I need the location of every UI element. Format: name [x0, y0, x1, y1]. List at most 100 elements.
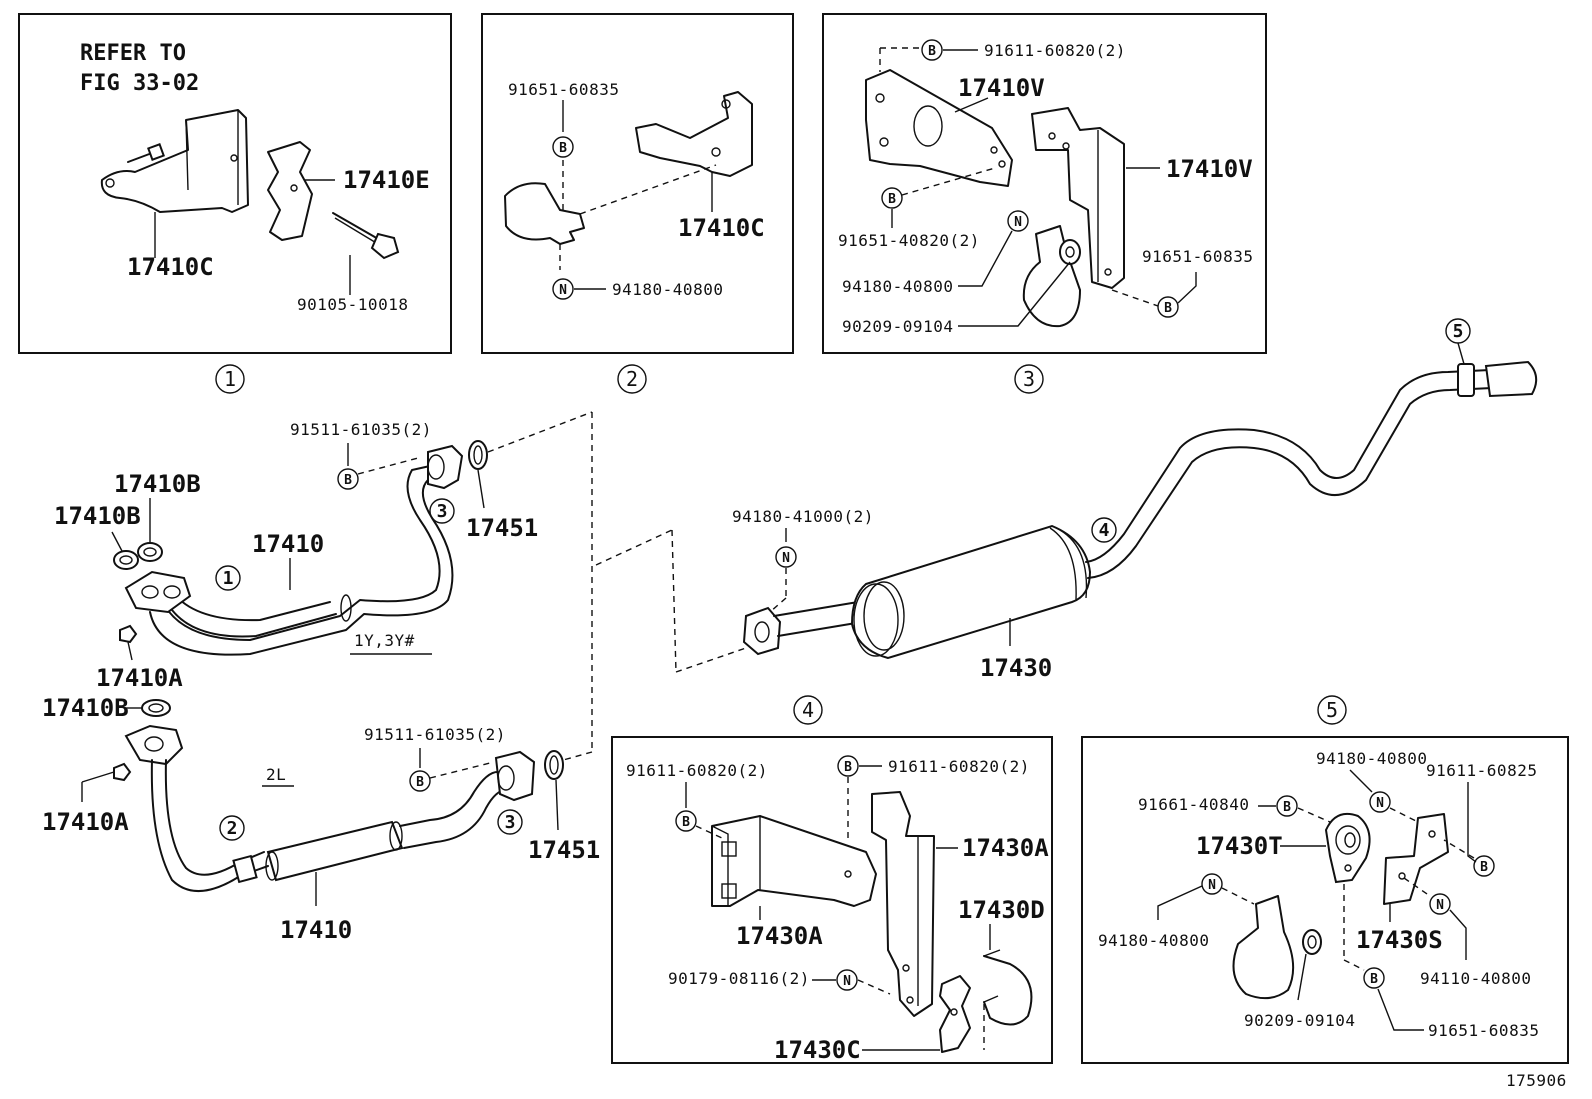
label-17430a-right: 17430A — [962, 834, 1049, 862]
label-17410b-b: 17410B — [42, 694, 129, 722]
front-pipe-assembly-a: 91511-61035(2) B 17451 3 — [54, 411, 593, 692]
insulator-17430t-drawing — [1324, 812, 1371, 884]
bracket-17410v-left-drawing — [865, 69, 1013, 187]
svg-text:N: N — [782, 551, 790, 566]
outlet-flange-b-drawing — [494, 750, 536, 802]
label-17410b-a2: 17410B — [54, 502, 141, 530]
svg-text:B: B — [1370, 972, 1378, 987]
bracket-17410v-right-drawing — [1031, 107, 1125, 289]
callout-3-number: 3 — [1023, 367, 1035, 391]
svg-text:B: B — [1480, 860, 1488, 875]
detail-panel-4: 91611-60820(2) B B 91611-60820(2) 17430A… — [611, 736, 1053, 1064]
bracket-17430a-left-drawing — [711, 815, 877, 907]
label-91511-61035-b: 91511-61035(2) — [364, 725, 506, 744]
callout-3-a: 3 — [429, 498, 455, 524]
refer-note-line-2: FIG 33-02 — [80, 71, 199, 96]
callout-1-number: 1 — [224, 367, 236, 391]
label-17410v-right: 17410V — [1166, 155, 1253, 183]
svg-text:3: 3 — [437, 501, 448, 522]
label-91511-61035-a: 91511-61035(2) — [290, 420, 432, 439]
svg-text:B: B — [416, 775, 424, 790]
label-17430t: 17430T — [1196, 832, 1283, 860]
label-94180-41000: 94180-41000(2) — [732, 507, 874, 526]
inlet-flange-b-drawing — [124, 724, 184, 766]
nut-symbol: N — [1201, 873, 1223, 895]
callout-2-number: 2 — [626, 367, 638, 391]
detail-panel-5: 94180-40800 N 91611-60825 B 91661-40840 … — [1081, 736, 1569, 1064]
label-94180-40800-panel3: 94180-40800 — [842, 277, 953, 296]
bolt-90105-icon — [332, 212, 400, 260]
svg-text:B: B — [928, 44, 936, 59]
label-17451-b: 17451 — [528, 836, 600, 864]
label-17410v-top: 17410V — [958, 74, 1045, 102]
strap-clamp-drawing — [504, 182, 585, 245]
hanger-17430a-right-drawing — [871, 791, 935, 1017]
bolt-symbol: B — [1363, 967, 1385, 989]
label-91651-60835-panel3: 91651-60835 — [1142, 247, 1253, 266]
engine-label-1y3y: 1Y,3Y# — [354, 631, 415, 650]
label-90105-10018: 90105-10018 — [297, 295, 408, 314]
label-94180-40800-panel5-top: 94180-40800 — [1316, 749, 1427, 768]
bolt-symbol: B — [1276, 795, 1298, 817]
svg-text:N: N — [1208, 878, 1216, 893]
front-pipe-assembly-b: 17410B 17410A 2L 2 17410 — [42, 694, 600, 944]
outlet-flange-a-drawing — [427, 444, 464, 490]
label-91651-40820: 91651-40820(2) — [838, 231, 980, 250]
label-94180-40800-panel2: 94180-40800 — [612, 280, 723, 299]
svg-text:B: B — [1164, 301, 1172, 316]
label-17410-a: 17410 — [252, 530, 324, 558]
label-17410c-panel1: 17410C — [127, 253, 214, 281]
callout-2-b: 2 — [219, 815, 245, 841]
label-17410a-a: 17410A — [96, 664, 183, 692]
label-91611-60820-panel4-right: 91611-60820(2) — [888, 757, 1030, 776]
svg-text:4: 4 — [1099, 520, 1110, 541]
callout-5: 5 — [1317, 695, 1347, 725]
detail-panel-3: B 91611-60820(2) 17410V B 91651-40820(2)… — [822, 13, 1267, 354]
callout-3: 3 — [1014, 364, 1044, 394]
label-90209-09104-panel3: 90209-09104 — [842, 317, 953, 336]
svg-text:N: N — [1376, 796, 1384, 811]
callout-1-a: 1 — [215, 565, 241, 591]
svg-text:N: N — [1436, 898, 1444, 913]
nut-symbol: N — [1007, 210, 1029, 232]
label-17430d: 17430D — [958, 896, 1045, 924]
gasket-17451-a-drawing — [468, 440, 488, 470]
svg-text:B: B — [344, 473, 352, 488]
label-90179-08116: 90179-08116(2) — [668, 969, 810, 988]
label-94180-40800-panel5-left: 94180-40800 — [1098, 931, 1209, 950]
svg-text:N: N — [559, 283, 567, 298]
nut-17410a-a-drawing — [119, 624, 138, 644]
label-17410a-b: 17410A — [42, 808, 129, 836]
detail-panel-2: 91651-60835 B N 94180-40800 17410C — [481, 13, 794, 354]
callout-5-tail: 5 — [1445, 318, 1471, 344]
nut-symbol: N — [1369, 791, 1391, 813]
clamp-17430c-drawing — [939, 975, 971, 1053]
bolt-symbol: B — [337, 468, 359, 490]
bolt-symbol: B — [552, 136, 574, 158]
svg-text:N: N — [843, 974, 851, 989]
svg-text:B: B — [888, 192, 896, 207]
svg-text:3: 3 — [505, 812, 516, 833]
bolt-symbol: B — [675, 810, 697, 832]
svg-text:B: B — [1283, 800, 1291, 815]
bolt-symbol: B — [409, 770, 431, 792]
callout-2: 2 — [617, 364, 647, 394]
svg-text:B: B — [559, 141, 567, 156]
figure-id: 175906 — [1506, 1071, 1567, 1090]
tail-pipe-assembly: 94180-41000(2) N 17430 5 — [732, 318, 1538, 682]
label-17410c-panel2: 17410C — [678, 214, 765, 242]
svg-text:B: B — [844, 760, 852, 775]
label-91611-60825: 91611-60825 — [1426, 761, 1537, 780]
bolt-icon — [127, 143, 165, 163]
gasket-17410b-a2-drawing — [137, 542, 163, 562]
svg-text:2: 2 — [227, 818, 238, 839]
callout-1: 1 — [215, 364, 245, 394]
bracket-17430s-drawing — [1383, 813, 1449, 905]
tail-clamp-drawing — [1457, 363, 1475, 397]
callout-4-number: 4 — [802, 698, 814, 722]
gasket-17410b-b-drawing — [141, 699, 171, 717]
strap-clamp-panel5-drawing — [1232, 895, 1295, 1000]
gasket-17410b-a1-drawing — [113, 550, 139, 570]
nut-symbol: N — [836, 969, 858, 991]
bracket-17410c-panel2-drawing — [635, 91, 753, 177]
